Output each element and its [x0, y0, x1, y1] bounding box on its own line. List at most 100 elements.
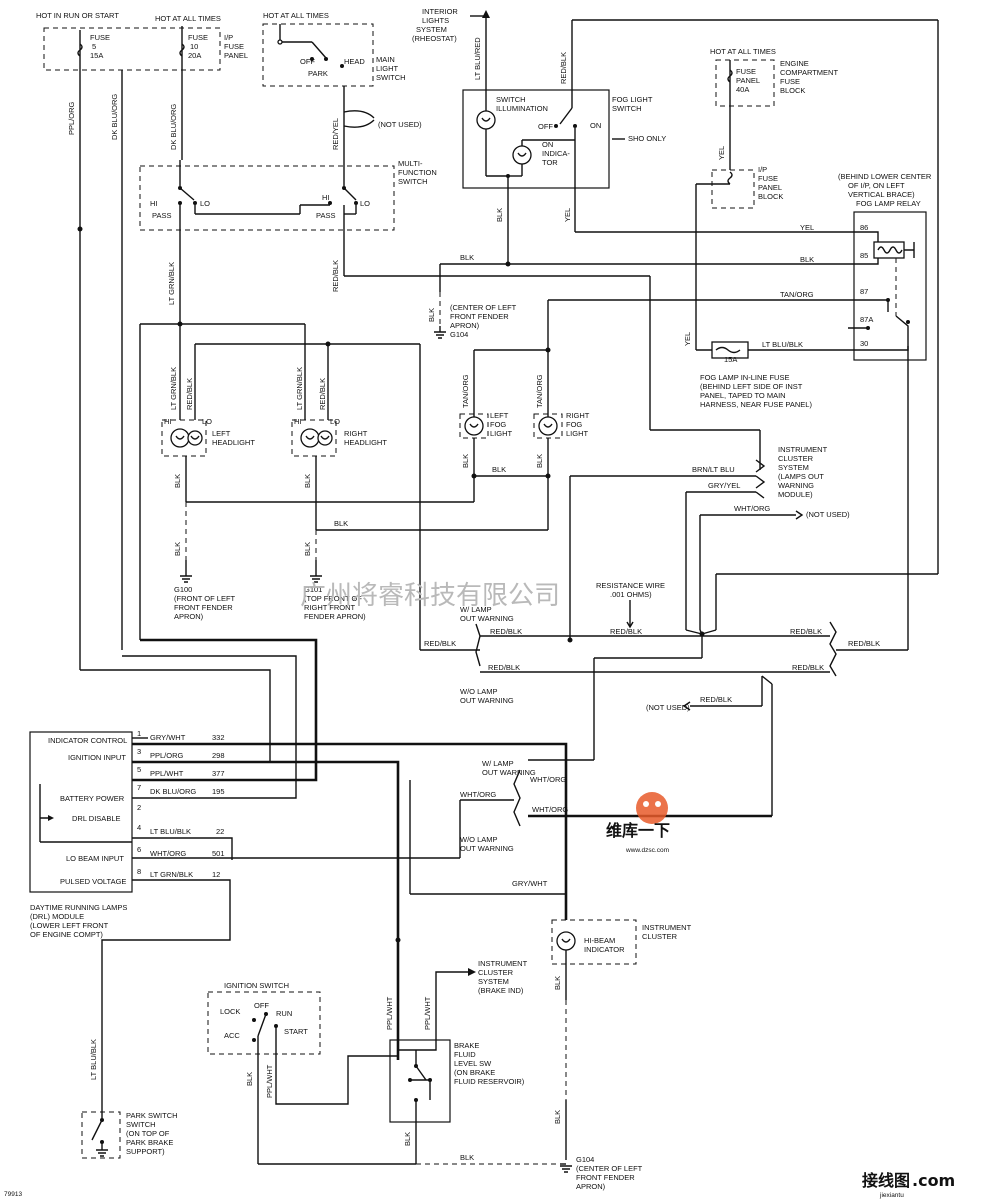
relay-30: 30	[860, 339, 868, 348]
relay-t4: FOG LAMP RELAY	[856, 199, 921, 208]
drl-wire-6: WHT/ORG	[150, 849, 186, 858]
wire-blk-g101: BLK	[303, 474, 312, 488]
bc-3: SYSTEM	[478, 977, 509, 986]
ign-run: RUN	[276, 1009, 292, 1018]
wire-redblk-10: RED/BLK	[848, 639, 880, 648]
wire-yel-inline: YEL	[683, 332, 692, 346]
wolamp-1: W/O LAMP	[460, 687, 498, 696]
fs-ind-1: ON	[542, 140, 553, 149]
wire-whtorg-2: WHT/ORG	[530, 775, 566, 784]
lh-lo: LO	[202, 417, 212, 426]
efb-t2: COMPARTMENT	[780, 68, 838, 77]
g104b-3: FRONT FENDER	[576, 1173, 635, 1182]
drl-title-3: (LOWER LEFT FRONT	[30, 921, 109, 930]
g104-l3: APRON)	[450, 321, 480, 330]
drl-pin-5: 5	[137, 765, 141, 774]
bf-1: BRAKE	[454, 1041, 479, 1050]
rh-lo: LO	[330, 417, 340, 426]
wire-tanorg-lf: TAN/ORG	[461, 374, 470, 408]
wire-redblk-5: RED/BLK	[490, 627, 522, 636]
wire-redyel-1: RED/YEL	[331, 118, 340, 150]
wlamp2-1: W/ LAMP	[482, 759, 514, 768]
wire-ppl-org-1: PPL/ORG	[67, 101, 76, 135]
inline-l2: (BEHIND LEFT SIDE OF INST	[700, 382, 803, 391]
wire-dkbluorg-2: DK BLU/ORG	[169, 104, 178, 150]
multifunction-switch: MULTI- FUNCTION SWITCH HI LO PASS HI LO …	[139, 159, 437, 236]
ic-6: MODULE)	[778, 490, 813, 499]
relay-86: 86	[860, 223, 868, 232]
mf-lo-1: LO	[200, 199, 210, 208]
drl-label-6: LO BEAM INPUT	[66, 854, 124, 863]
drl-circ-1: 332	[212, 733, 225, 742]
drl-pin-3: 3	[137, 747, 141, 756]
left-headlight: HI LO LEFT HEADLIGHT	[161, 417, 255, 457]
ipfb-3: PANEL	[758, 183, 782, 192]
res-1: RESISTANCE WIRE	[596, 581, 665, 590]
mf-pass-1: PASS	[152, 211, 171, 220]
relay-t2: OF I/P, ON LEFT	[848, 181, 905, 190]
ps-1: PARK SWITCH	[126, 1111, 178, 1120]
wire-dkbluorg-1: DK BLU/ORG	[110, 94, 119, 140]
mls-park: PARK	[308, 69, 328, 78]
fs-on: ON	[590, 121, 601, 130]
drl-label-2: DRL DISABLE	[72, 814, 121, 823]
ign-title: IGNITION SWITCH	[224, 981, 289, 990]
g101-l3: RIGHT FRONT	[304, 603, 356, 612]
g101-l2: (TOP FRONT OF	[304, 594, 362, 603]
wire-grywht: GRY/WHT	[512, 879, 548, 888]
efb-f1: FUSE	[736, 67, 756, 76]
bc-1: INSTRUMENT	[478, 959, 528, 968]
fs-illum-2: ILLUMINATION	[496, 104, 548, 113]
inline-l4: HARNESS, NEAR FUSE PANEL)	[700, 400, 812, 409]
not-used-2: (NOT USED)	[806, 510, 850, 519]
ign-lock: LOCK	[220, 1007, 240, 1016]
wire-redblk-8: RED/BLK	[488, 663, 520, 672]
wire-whtorg-nu: WHT/ORG	[734, 504, 770, 513]
figure-code: 79913	[4, 1191, 22, 1198]
brand-4: .com	[912, 1171, 955, 1190]
ipfb-4: BLOCK	[758, 192, 783, 201]
wire-redblk-4: RED/BLK	[424, 639, 456, 648]
ic-1: INSTRUMENT	[778, 445, 828, 454]
fs-sho: SHO ONLY	[628, 134, 666, 143]
drl-circ-6: 501	[212, 849, 225, 858]
drl-pin-1: 1	[137, 729, 141, 738]
lh-label-2: HEADLIGHT	[212, 438, 255, 447]
int-l2: LIGHTS	[422, 16, 449, 25]
lamps-out-module: INSTRUMENT CLUSTER SYSTEM (LAMPS OUT WAR…	[569, 445, 850, 640]
drl-label-8: PULSED VOLTAGE	[60, 877, 126, 886]
lf-3: LIGHT	[490, 429, 513, 438]
engine-fuse-block: HOT AT ALL TIMES FUSE PANEL 40A ENGINE C…	[695, 47, 838, 350]
inline-15a: 15A	[724, 355, 737, 364]
wire-whtorg-3: WHT/ORG	[460, 790, 496, 799]
lf-2: FOG	[490, 420, 506, 429]
rf-3: LIGHT	[566, 429, 589, 438]
hb-c1: INSTRUMENT	[642, 923, 692, 932]
ic-3: SYSTEM	[778, 463, 809, 472]
lh-label-1: LEFT	[212, 429, 231, 438]
drl-label-7: BATTERY POWER	[60, 794, 125, 803]
right-headlight: HI LO RIGHT HEADLIGHT	[291, 417, 387, 457]
wlamp2-2: OUT WARNING	[482, 768, 536, 777]
ps-3: (ON TOP OF	[126, 1129, 170, 1138]
drl-label-3: IGNITION INPUT	[68, 753, 126, 762]
drl-pin-8: 8	[137, 867, 141, 876]
hb-1: HI-BEAM	[584, 936, 615, 945]
fuse10-l3: 20A	[188, 51, 201, 60]
wire-redblk-6: RED/BLK	[610, 627, 642, 636]
drl-circ-8: 12	[212, 870, 220, 879]
relay-85: 85	[860, 251, 868, 260]
wlamp-1: W/ LAMP	[460, 605, 492, 614]
ps-2: SWITCH	[126, 1120, 156, 1129]
ic-5: WARNING	[778, 481, 814, 490]
park-switch: LT BLU/BLK PARK SWITCH SWITCH (ON TOP OF…	[81, 1039, 178, 1159]
ignition-switch: IGNITION SWITCH LOCK OFF RUN ACC START B…	[207, 981, 398, 1164]
brand-2: www.dzsc.com	[625, 847, 669, 854]
bc-2: CLUSTER	[478, 968, 514, 977]
mf-title-1: MULTI-	[398, 159, 423, 168]
wire-redblk-1: RED/BLK	[331, 260, 340, 292]
hb-c2: CLUSTER	[642, 932, 678, 941]
g104b-1: G104	[576, 1155, 594, 1164]
drl-pin-6: 6	[137, 845, 141, 854]
fuse5-l2: 5	[92, 42, 96, 51]
